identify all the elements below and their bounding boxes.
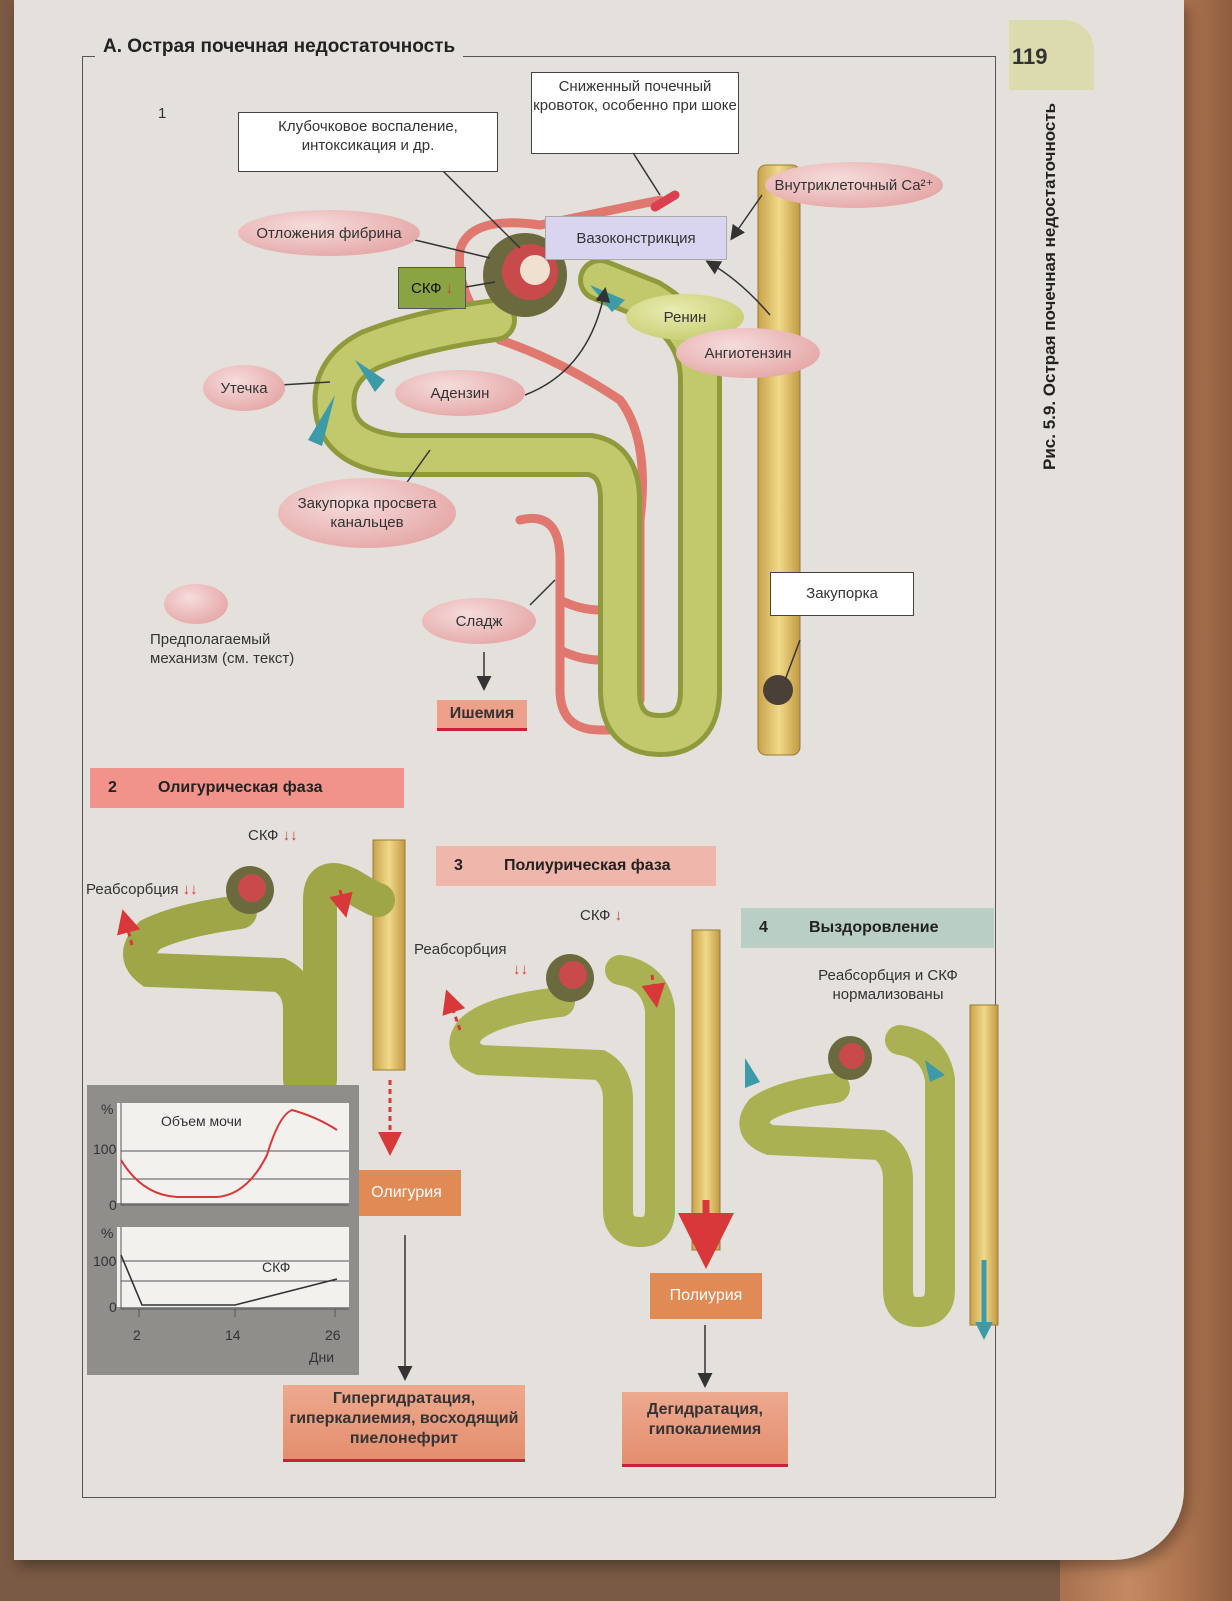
double-down-arrow-icon: ↓↓ xyxy=(182,881,198,898)
panel3-header: 3 Полиурическая фаза xyxy=(436,846,716,886)
y-unit-2: % xyxy=(101,1225,114,1241)
ischemia-label: Ишемия xyxy=(437,700,527,731)
panel3-number: 3 xyxy=(454,857,463,874)
intracellular-ca-oval: Внутриклеточный Ca²⁺ xyxy=(765,162,943,208)
page-number: 119 xyxy=(1012,44,1048,69)
page-tab xyxy=(1009,20,1094,90)
reabsorption-label-3: Реабсорбция xyxy=(414,941,507,958)
gfr-text-3: СКФ xyxy=(580,907,611,924)
adenosine-oval: Адензин xyxy=(395,370,525,416)
frame-title: А. Острая почечная недостаточность xyxy=(95,36,464,58)
down-arrow-icon: ↓ xyxy=(614,907,623,924)
panel2-header: 2 Олигурическая фаза xyxy=(90,768,404,808)
y-100-1: 100 xyxy=(93,1141,117,1157)
figure-frame xyxy=(82,56,996,1498)
recovery-note: Реабсорбция и СКФ нормализованы xyxy=(818,967,958,1003)
double-down-arrow-icon: ↓↓ xyxy=(282,827,298,844)
y-0-1: 0 xyxy=(109,1197,117,1213)
flow-arrows-4 xyxy=(745,1058,945,1088)
glomerulus-3 xyxy=(546,954,594,1002)
x-tick-14: 14 xyxy=(225,1327,241,1343)
collecting-duct-4 xyxy=(969,1004,999,1340)
gfr-label-3: СКФ ↓ xyxy=(580,906,622,925)
gfr-curve-label: СКФ xyxy=(262,1259,291,1275)
outcome-arrows xyxy=(397,1235,713,1388)
urine-plot-panel xyxy=(117,1103,349,1203)
fibrin-oval: Отложения фибрина xyxy=(238,210,420,256)
gfr-label: СКФ xyxy=(411,279,442,297)
connector-lines-1 xyxy=(279,147,801,691)
double-down-arrow-icon: ↓↓ xyxy=(513,961,528,978)
collecting-duct-1 xyxy=(757,164,801,756)
x-tick-2: 2 xyxy=(133,1327,141,1343)
oliguria-box: Олигурия xyxy=(352,1170,461,1216)
x-tick-26: 26 xyxy=(325,1327,341,1343)
reabsorption-text-2: Реабсорбция xyxy=(86,881,179,898)
tubule-block-oval: Закупорка просвета канальцев xyxy=(278,478,456,548)
legend-swatch xyxy=(164,584,228,624)
gfr-badge-1: СКФ ↓ xyxy=(398,267,466,309)
y-0-2: 0 xyxy=(109,1299,117,1315)
gfr-text-2: СКФ xyxy=(248,827,279,844)
collecting-duct-3 xyxy=(678,929,734,1269)
gfr-plot-panel xyxy=(117,1227,349,1307)
panel2-title: Олигурическая фаза xyxy=(158,779,323,796)
panel1-number: 1 xyxy=(158,105,167,122)
x-unit: Дни xyxy=(309,1349,335,1365)
reduced-blood-flow-box: Сниженный почечный кровоток, особенно пр… xyxy=(531,72,739,154)
flow-arrows-2 xyxy=(117,889,402,1156)
occlusion-box: Закупорка xyxy=(770,572,914,616)
down-arrow-icon: ↓ xyxy=(445,279,453,297)
oliguria-result: Гипергидратация, гиперкалиемия, восходящ… xyxy=(283,1385,525,1462)
time-course-graph: Объем мочи % 100 0 % 100 0 СКФ 2 14 26 Д… xyxy=(87,1085,359,1375)
glomerulus-4 xyxy=(828,1036,872,1080)
y-100-2: 100 xyxy=(93,1253,117,1269)
vasoconstriction-box: Вазоконстрикция xyxy=(545,216,727,260)
leak-oval: Утечка xyxy=(203,365,285,411)
polyuria-result: Дегидратация, гипокалиемия xyxy=(622,1392,788,1467)
urine-volume-label: Объем мочи xyxy=(161,1113,242,1129)
tubule-4 xyxy=(739,1025,955,1328)
occlusion-plug xyxy=(763,675,793,705)
reabsorption-label-2: Реабсорбция ↓↓ xyxy=(86,880,198,899)
glomerular-inflammation-box: Клубочковое воспаление, интоксикация и д… xyxy=(238,112,498,172)
graph-curves xyxy=(120,1103,349,1317)
panel4-number: 4 xyxy=(759,919,768,936)
y-unit-1: % xyxy=(101,1101,114,1117)
angiotensin-oval: Ангиотензин xyxy=(676,328,820,378)
polyuria-box: Полиурия xyxy=(650,1273,762,1319)
collecting-duct-2 xyxy=(372,839,406,1071)
panel4-header: 4 Выздоровление xyxy=(741,908,994,948)
legend-text: Предполагаемый механизм (см. текст) xyxy=(150,631,295,667)
sludge-oval: Сладж xyxy=(422,598,536,644)
glomerulus-2 xyxy=(226,866,274,914)
panel4-title: Выздоровление xyxy=(809,919,939,936)
tubule-2 xyxy=(123,863,395,1097)
tubule-3 xyxy=(449,955,675,1248)
panel2-number: 2 xyxy=(108,779,117,796)
gfr-label-2: СКФ ↓↓ xyxy=(248,826,298,845)
flow-arrows-3 xyxy=(442,974,666,1031)
panel3-title: Полиурическая фаза xyxy=(504,857,671,874)
tubule-1-light xyxy=(317,263,717,753)
